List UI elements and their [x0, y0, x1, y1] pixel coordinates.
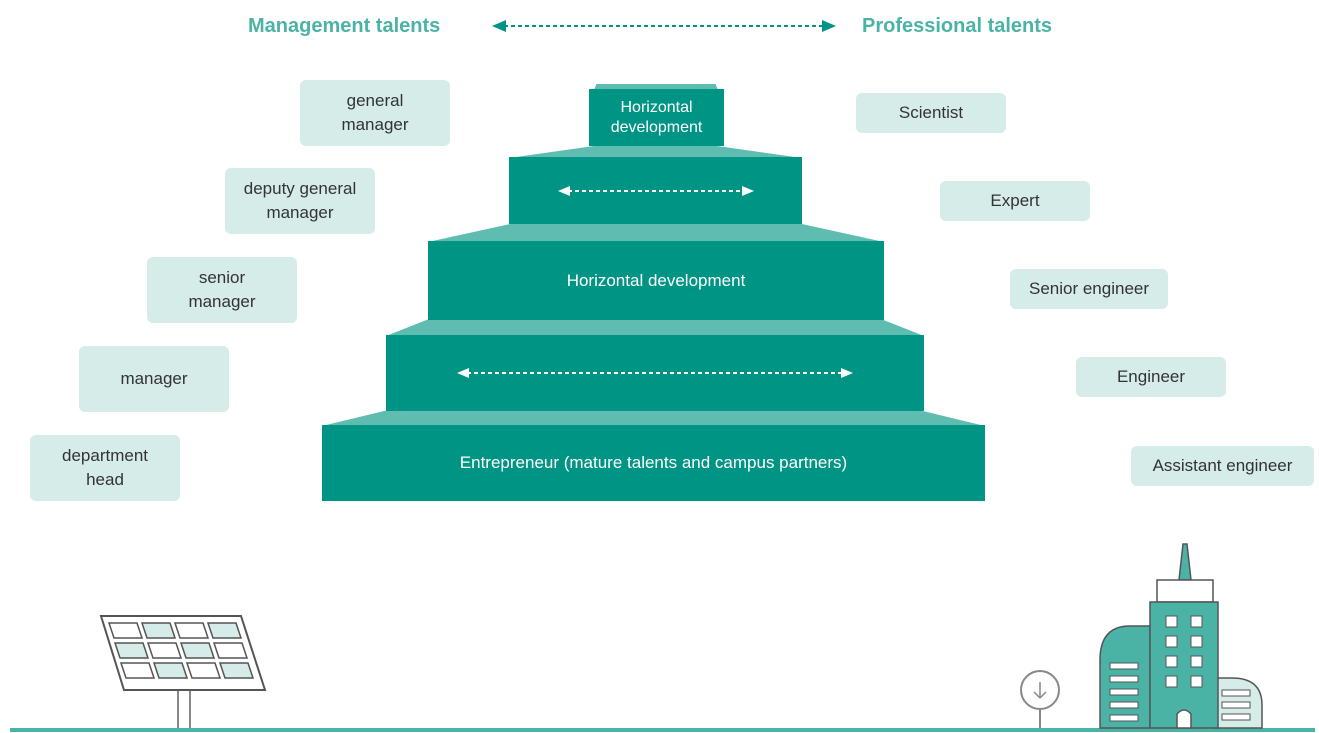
- ground-line: [10, 728, 1315, 732]
- level-label-line1: deputy general: [243, 179, 357, 198]
- level-label-line2: head: [86, 470, 124, 489]
- level-label-line2: manager: [188, 292, 256, 311]
- pyramid-step-2: [509, 157, 802, 224]
- pyramid-step-3: Horizontal development: [428, 241, 884, 320]
- management-talents-title: Management talents: [248, 15, 441, 37]
- pyramid-bevel: [322, 410, 985, 426]
- pyramid-step-base: Entrepreneur (mature talents and campus …: [322, 425, 985, 501]
- tree-icon: [1020, 670, 1060, 728]
- pyramid-bevel: [509, 146, 802, 158]
- professional-talents-title: Professional talents: [862, 15, 1053, 37]
- professional-level-engineer: Engineer: [1076, 357, 1226, 397]
- level-label-line2: manager: [341, 115, 409, 134]
- management-level-general-manager: general manager: [300, 80, 450, 146]
- level-label-line2: manager: [266, 203, 334, 222]
- door-icon: [1176, 709, 1192, 729]
- bidirectional-arrow-icon: [492, 20, 836, 32]
- step-label-line2: development: [610, 118, 703, 136]
- pyramid-bevel: [594, 84, 718, 90]
- step-label-line1: Horizontal: [620, 98, 693, 116]
- level-label-line1: general: [346, 91, 404, 110]
- professional-level-senior-engineer: Senior engineer: [1010, 269, 1168, 309]
- pyramid-bevel: [386, 319, 924, 336]
- professional-level-scientist: Scientist: [856, 93, 1006, 133]
- level-label-line1: manager: [120, 369, 188, 388]
- professional-level-assistant-engineer: Assistant engineer: [1131, 446, 1314, 486]
- horizontal-arrow-icon: [557, 185, 754, 196]
- management-level-manager: manager: [79, 346, 229, 412]
- horizontal-arrow-icon: [457, 368, 853, 378]
- management-level-deputy-general-manager: deputy general manager: [225, 168, 375, 234]
- landscape-scene: [10, 543, 1315, 732]
- pyramid-step-4: [386, 335, 924, 411]
- level-label-line1: senior: [198, 268, 246, 287]
- solar-panel-icon: [99, 615, 267, 728]
- city-buildings-icon: [1099, 543, 1263, 729]
- pyramid-step-top: Horizontal development: [589, 89, 724, 146]
- level-label-line1: department: [62, 446, 148, 465]
- management-level-senior-manager: senior manager: [147, 257, 297, 323]
- professional-level-expert: Expert: [940, 181, 1090, 221]
- pyramid-bevel: [428, 224, 884, 242]
- management-level-department-head: department head: [30, 435, 180, 501]
